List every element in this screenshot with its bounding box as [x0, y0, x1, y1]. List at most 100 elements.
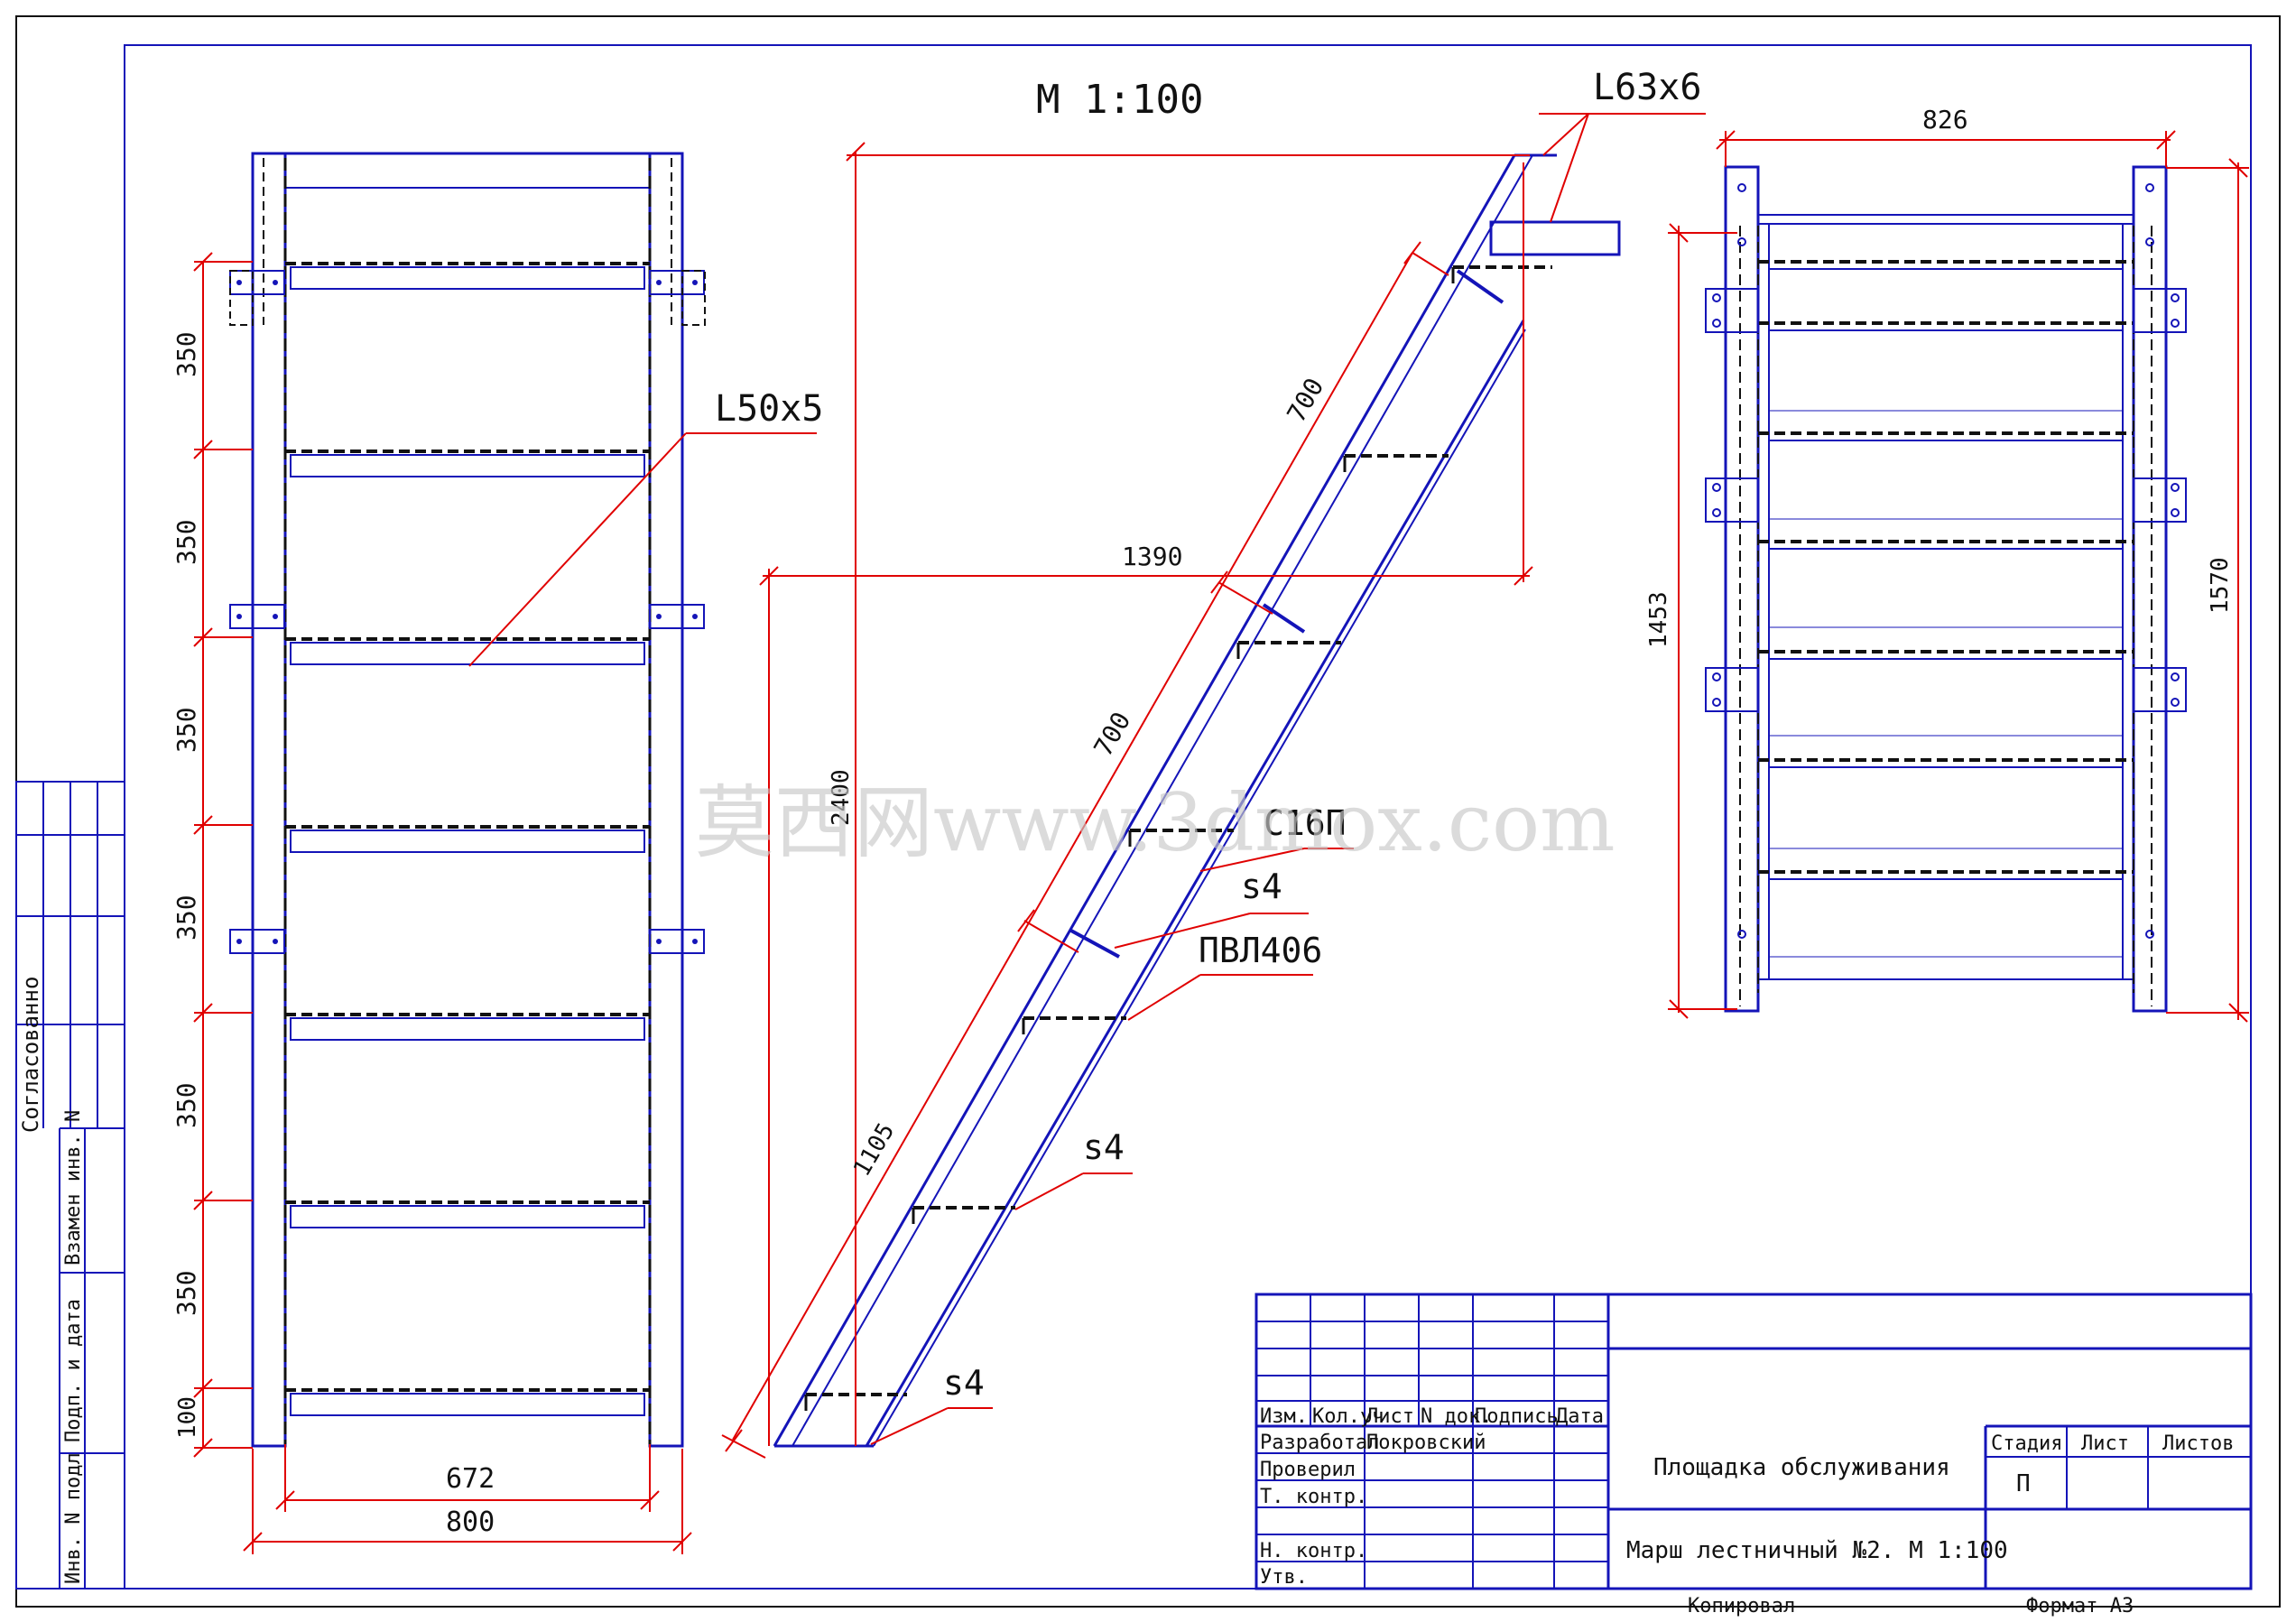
top-bolt [1737, 183, 1746, 192]
front-tread [290, 642, 645, 665]
front-bolt [656, 614, 662, 619]
front-bolt [692, 280, 698, 285]
front-step-dim-1: 350 [171, 331, 201, 377]
front-dim-tick [193, 1191, 213, 1210]
front-bolt [692, 939, 698, 944]
margin-replaced-inv-label: Взамен инв. N [62, 1110, 85, 1265]
front-bolt [273, 939, 278, 944]
tb-header-change: Изм. [1260, 1405, 1308, 1428]
top-bolt [2171, 319, 2180, 328]
front-dim-tick [193, 627, 213, 647]
watermark: 莫西网www.3dmox.com [695, 776, 1616, 869]
top-width-dim: 826 [1922, 105, 1968, 134]
callout-weld-3: s4 [943, 1363, 985, 1403]
top-outer-length-dim: 1570 [2207, 557, 2234, 614]
top-bolt [2145, 237, 2154, 246]
top-bolt [2171, 483, 2180, 492]
front-tread [290, 454, 645, 477]
front-bracket [649, 270, 705, 295]
top-bolt [1737, 237, 1746, 246]
side-weld-plate [1069, 928, 1120, 959]
top-bolt [1712, 672, 1721, 681]
front-tread [290, 830, 645, 853]
front-bolt [273, 280, 278, 285]
front-hidden-plate [229, 270, 254, 326]
tb-header-signature: Подпись [1475, 1405, 1559, 1428]
margin-stamp: Согласованно Взамен инв. N Подп. и дата … [15, 781, 125, 1590]
callout-angle-tread: L50х5 [715, 388, 823, 430]
tb-sheets-label: Листов [2162, 1432, 2234, 1455]
front-bracket [649, 929, 705, 954]
callout-grating: ПВЛ406 [1199, 931, 1322, 970]
tb-copied-label: Копировал [1688, 1595, 1795, 1617]
tb-role-approved: Утв. [1260, 1566, 1308, 1589]
front-bolt [236, 280, 242, 285]
margin-approved-label: Согласованно [18, 977, 43, 1133]
callout-channel: С16П [1264, 803, 1347, 843]
front-dim-tick [193, 815, 213, 835]
callout-weld-2: s4 [1083, 1127, 1125, 1167]
tb-role-tech-control: Т. контр. [1260, 1486, 1367, 1508]
front-step-dim-5: 350 [171, 1082, 201, 1128]
front-step-dim-7: 100 [174, 1396, 201, 1439]
front-inner-width-dim: 672 [446, 1463, 495, 1495]
margin-original-inv-label: Инв. N подл [62, 1452, 85, 1584]
front-outer-width-dim: 800 [446, 1506, 495, 1538]
front-bolt [656, 939, 662, 944]
tb-header-count: Кол.уч [1312, 1405, 1384, 1428]
front-dim-tick [193, 440, 213, 459]
front-bracket [649, 604, 705, 629]
top-bolt [2171, 698, 2180, 707]
front-tread [290, 1205, 645, 1228]
top-bracket [1705, 667, 1759, 712]
tb-role-checked: Проверил [1260, 1459, 1356, 1481]
tb-role-developed: Разработал [1260, 1432, 1379, 1454]
front-bracket [229, 604, 285, 629]
side-horizontal-dim: 1390 [1122, 542, 1182, 571]
front-tread [290, 1017, 645, 1041]
tb-stage-label: Стадия [1991, 1432, 2062, 1455]
tb-developer-name: Покровский [1366, 1432, 1486, 1454]
top-bracket [2133, 477, 2187, 523]
top-bolt [2171, 672, 2180, 681]
top-bolt [2145, 183, 2154, 192]
front-hidden-plate [681, 270, 706, 326]
top-bracket [2133, 667, 2187, 712]
side-weld-plate [1262, 603, 1306, 634]
tb-role-norm-control: Н. контр. [1260, 1540, 1367, 1562]
front-step-dim-4: 350 [171, 894, 201, 941]
callout-weld-1: s4 [1241, 867, 1282, 906]
top-bolt [2171, 508, 2180, 517]
tb-stage-value: П [2016, 1470, 2031, 1497]
margin-signature-date-label: Подп. и дата [62, 1299, 85, 1442]
side-view: 2400 1390 700 700 1105 L63х6 С16П s4 [721, 67, 1706, 1459]
top-bolt [2145, 930, 2154, 939]
top-bolt [1712, 293, 1721, 302]
front-step-dim-3: 350 [171, 707, 201, 753]
top-bracket [1705, 477, 1759, 523]
front-view: 350 350 350 350 350 350 100 672 800 L50х… [171, 152, 823, 1554]
front-bolt [236, 939, 242, 944]
top-bolt [1737, 930, 1746, 939]
tb-format-label: Формат А3 [2026, 1595, 2134, 1617]
top-bracket [1705, 288, 1759, 333]
top-bracket [2133, 288, 2187, 333]
side-slope-middle-dim: 700 [1088, 707, 1136, 761]
front-bolt [692, 614, 698, 619]
title-block: Изм. Кол.уч Лист N док. Подпись Дата Раз… [1254, 1293, 2253, 1617]
front-tread [290, 266, 645, 290]
tb-header-sheet: Лист [1366, 1405, 1414, 1428]
front-dim-tick [193, 252, 213, 272]
front-dim-tick [193, 1378, 213, 1398]
side-height-dim: 2400 [828, 769, 855, 826]
side-slope-upper-dim: 700 [1281, 373, 1329, 427]
top-view: 826 1453 1570 [1645, 105, 2249, 1023]
callout-angle-top: L63х6 [1593, 67, 1701, 108]
top-bolt [1712, 698, 1721, 707]
top-bolt [1712, 319, 1721, 328]
front-dim-tick [193, 1003, 213, 1023]
tb-sheet-title: Марш лестничный №2. М 1:100 [1626, 1537, 2008, 1564]
top-inner-length-dim: 1453 [1645, 591, 1672, 648]
front-step-dim-2: 350 [171, 519, 201, 565]
